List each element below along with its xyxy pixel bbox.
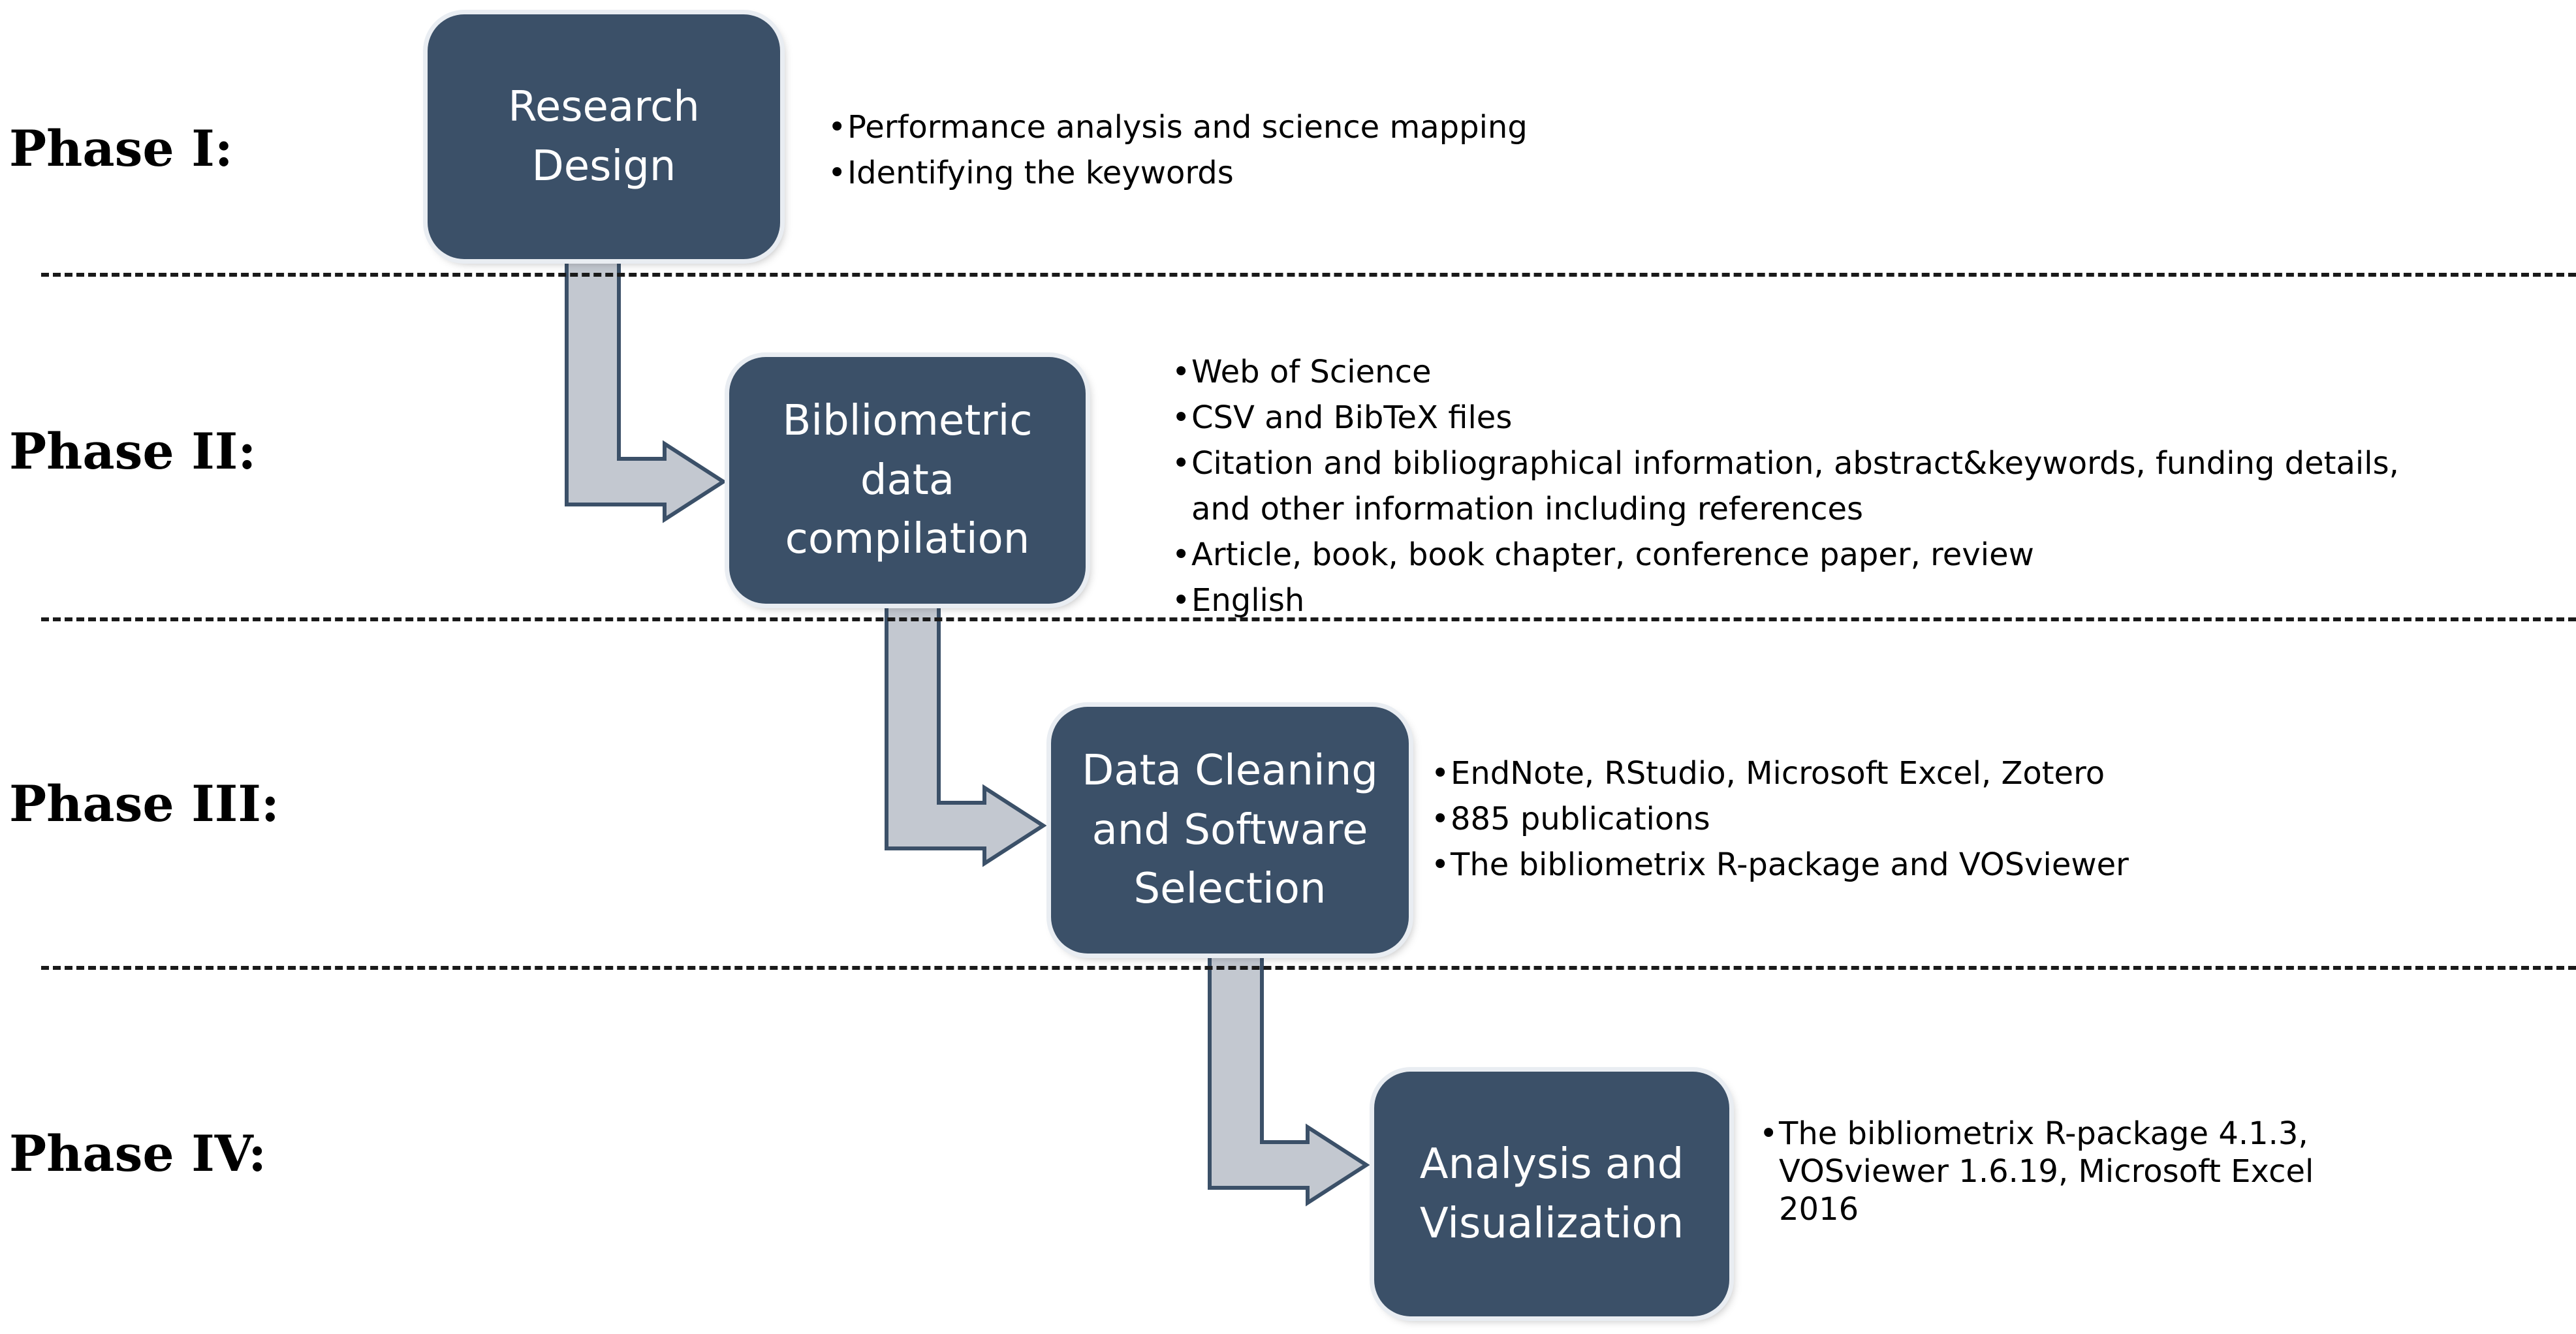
box-line: data	[860, 456, 955, 504]
box-line: Bibliometric	[782, 396, 1033, 445]
box-line: compilation	[785, 515, 1030, 564]
phase3-bullets: EndNote, RStudio, Microsoft Excel, Zoter…	[1431, 751, 2129, 888]
arrow-phase3-to-phase4	[1208, 952, 1370, 1207]
phase4-bullets: The bibliometrix R-package 4.1.3, VOSvie…	[1759, 1115, 2314, 1228]
box-line: Selection	[1133, 865, 1327, 914]
analysis-visualization-box: Analysis and Visualization	[1374, 1072, 1729, 1316]
phase-label-4: Phase IV:	[9, 1125, 267, 1183]
phase-label-2: Phase II:	[9, 422, 257, 480]
box-line: Visualization	[1419, 1199, 1684, 1248]
phase2-bullets: Web of Science CSV and BibTeX files Cita…	[1172, 349, 2399, 623]
bullet-item: Identifying the keywords	[828, 150, 1528, 196]
bibliometric-data-compilation-box: Bibliometric data compilation	[729, 357, 1086, 604]
bullet-item: Web of Science	[1172, 349, 2399, 395]
phase-label-3: Phase III:	[9, 775, 279, 833]
box-line: Analysis and	[1419, 1140, 1684, 1188]
arrow-phase1-to-phase2	[565, 258, 727, 523]
bullet-item: CSV and BibTeX files	[1172, 395, 2399, 441]
research-design-box: Research Design	[428, 14, 780, 259]
divider-1	[41, 273, 2576, 277]
box-line: Research	[508, 82, 700, 131]
bullet-item: English	[1172, 578, 2399, 623]
arrow-phase2-to-phase3	[885, 604, 1047, 867]
data-cleaning-box: Data Cleaning and Software Selection	[1051, 707, 1409, 954]
box-line: Data Cleaning	[1082, 746, 1378, 795]
box-line: and Software	[1092, 805, 1368, 854]
phase-label-1: Phase I:	[9, 119, 233, 178]
bullet-item: The bibliometrix R-package and VOSviewer	[1431, 842, 2129, 888]
bullet-item: Performance analysis and science mapping	[828, 104, 1528, 150]
phase1-bullets: Performance analysis and science mapping…	[828, 104, 1528, 196]
bullet-item: Article, book, book chapter, conference …	[1172, 532, 2399, 578]
box-line: Design	[531, 142, 676, 191]
bullet-item: Citation and bibliographical information…	[1172, 441, 2399, 532]
divider-3	[41, 966, 2576, 970]
bullet-item: The bibliometrix R-package 4.1.3, VOSvie…	[1759, 1115, 2314, 1228]
bullet-item: 885 publications	[1431, 796, 2129, 842]
bullet-item: EndNote, RStudio, Microsoft Excel, Zoter…	[1431, 751, 2129, 796]
